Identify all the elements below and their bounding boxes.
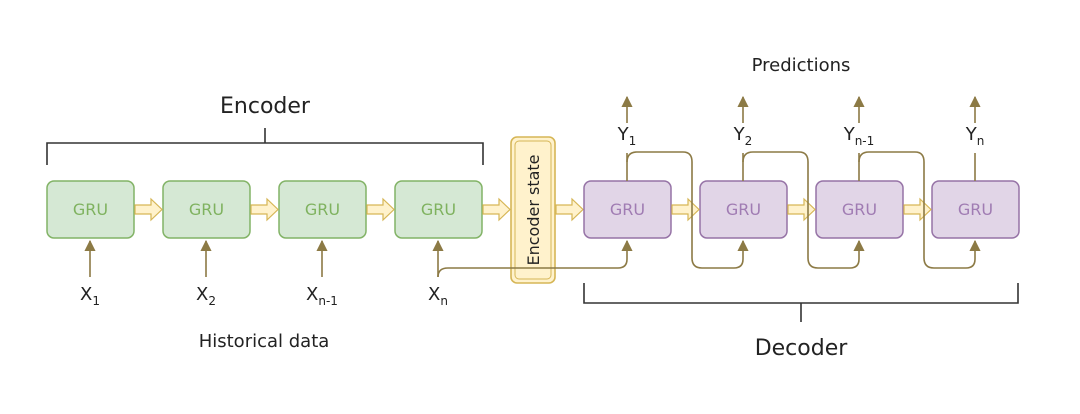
- output-label-2: Y2: [733, 124, 753, 148]
- feedback-arrow: [626, 151, 749, 269]
- output-label-1: Y1: [617, 124, 637, 148]
- output-label-n-1: Yn-1: [843, 124, 875, 148]
- decoder-gru-2: GRU: [699, 180, 788, 239]
- input-label-n-1: Xn-1: [306, 284, 338, 308]
- output-label-n: Yn: [965, 124, 985, 148]
- fat-arrow: [903, 197, 932, 222]
- fat-arrow: [250, 197, 279, 222]
- gru-label: GRU: [958, 200, 993, 219]
- decoder-gru-4: GRU: [931, 180, 1020, 239]
- fat-arrow: [787, 197, 816, 222]
- encoder-gru-1: GRU: [46, 180, 135, 239]
- encoder-gru-4: GRU: [394, 180, 483, 239]
- fat-arrow: [366, 197, 395, 222]
- fat-arrow: [482, 197, 511, 222]
- encoder-gru-3: GRU: [278, 180, 367, 239]
- encoder-title: Encoder: [220, 94, 311, 119]
- historical-data-label: Historical data: [199, 331, 330, 352]
- gru-label: GRU: [610, 200, 645, 219]
- input-label-n: Xn: [428, 284, 448, 308]
- predictions-title: Predictions: [752, 55, 851, 76]
- encoder-state-label: Encoder state: [524, 154, 543, 265]
- input-label-2: X2: [196, 284, 216, 308]
- encoder-gru-2: GRU: [162, 180, 251, 239]
- encoder-state-box: Encoder state: [510, 136, 556, 284]
- fat-arrow: [555, 197, 584, 222]
- gru-label: GRU: [421, 200, 456, 219]
- fat-arrow: [134, 197, 163, 222]
- decoder-bracket: [583, 283, 1019, 322]
- fat-arrow: [671, 197, 700, 222]
- gru-label: GRU: [73, 200, 108, 219]
- gru-label: GRU: [305, 200, 340, 219]
- decoder-gru-3: GRU: [815, 180, 904, 239]
- xn-to-decoder-arrow: [437, 239, 633, 278]
- encoder-bracket: [46, 128, 484, 165]
- feedback-arrow: [742, 151, 865, 269]
- feedback-arrow: [858, 151, 981, 269]
- decoder-gru-1: GRU: [583, 180, 672, 239]
- gru-label: GRU: [726, 200, 761, 219]
- input-label-1: X1: [80, 284, 100, 308]
- decoder-title: Decoder: [755, 336, 849, 361]
- gru-label: GRU: [189, 200, 224, 219]
- gru-label: GRU: [842, 200, 877, 219]
